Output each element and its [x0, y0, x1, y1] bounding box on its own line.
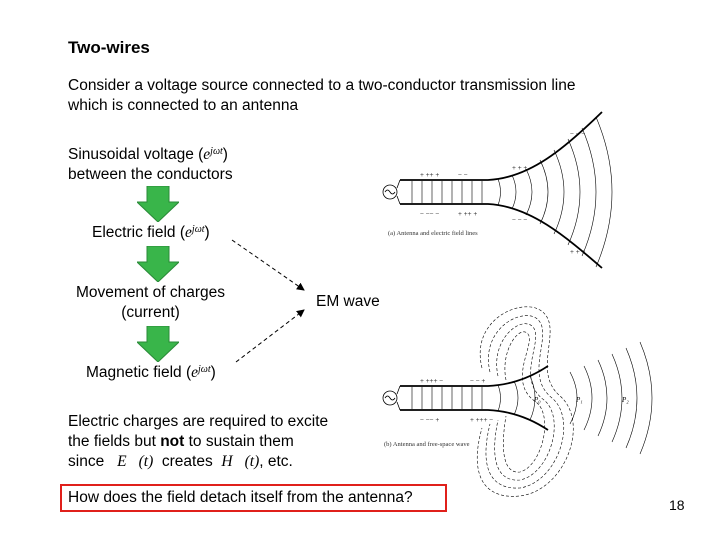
bottom-text: Electric charges are required to excite …	[68, 413, 329, 470]
svg-text:+ ++ +: + ++ +	[420, 171, 439, 179]
step-sinusoidal-voltage: Sinusoidal voltage (ejωt) between the co…	[68, 146, 233, 183]
voltage-source-icon	[382, 390, 398, 406]
figure-b-caption: (b) Antenna and free-space wave	[384, 441, 470, 448]
label-p2: P₂	[621, 396, 629, 404]
intro-text: Consider a voltage source connected to a…	[68, 76, 575, 116]
figure-antenna-free-space-wave: + +++ − − −− + − − + + +++ − P₀ P₁ P₂ (b…	[382, 306, 653, 497]
down-arrow-icon	[137, 326, 179, 362]
intro-line-1: Consider a voltage source connected to a…	[68, 77, 576, 94]
svg-text:+ ++ +: + ++ +	[458, 210, 477, 218]
step-magnetic-field: Magnetic field (ejωt)	[86, 364, 216, 381]
svg-text:+ +++ −: + +++ −	[470, 416, 493, 424]
svg-text:− − −: − − −	[512, 216, 527, 224]
label-p0: P₀	[533, 396, 541, 404]
down-arrow-icon	[137, 186, 179, 222]
figure-a-caption: (a) Antenna and electric field lines	[388, 230, 478, 237]
step1-line-2: between the conductors	[68, 166, 233, 183]
figure-antenna-field-lines: + ++ + − −− − − − + ++ + + + + − − − − −…	[382, 111, 613, 269]
svg-text:− −: − −	[458, 171, 468, 179]
page-number: 18	[669, 497, 685, 513]
svg-text:− − −: − − −	[570, 130, 585, 138]
svg-text:+ + +: + + +	[570, 248, 585, 256]
step-electric-field: Electric field (ejωt)	[92, 224, 210, 241]
svg-text:− − +: − − +	[470, 377, 485, 385]
step-movement-of-charges: Movement of charges (current)	[76, 284, 226, 321]
svg-text:− −− −: − −− −	[420, 210, 439, 218]
label-p1: P₁	[575, 396, 583, 404]
intro-line-2: which is connected to an antenna	[68, 97, 299, 114]
slide-title: Two-wires	[68, 38, 150, 57]
svg-text:+ +++ −: + +++ −	[420, 377, 443, 385]
em-wave-label: EM wave	[316, 293, 380, 310]
svg-text:− −− +: − −− +	[420, 416, 439, 424]
svg-text:+ + +: + + +	[512, 164, 527, 172]
question-box: How does the field detach itself from th…	[60, 484, 447, 512]
down-arrow-icon	[137, 246, 179, 282]
voltage-source-icon	[382, 184, 398, 200]
